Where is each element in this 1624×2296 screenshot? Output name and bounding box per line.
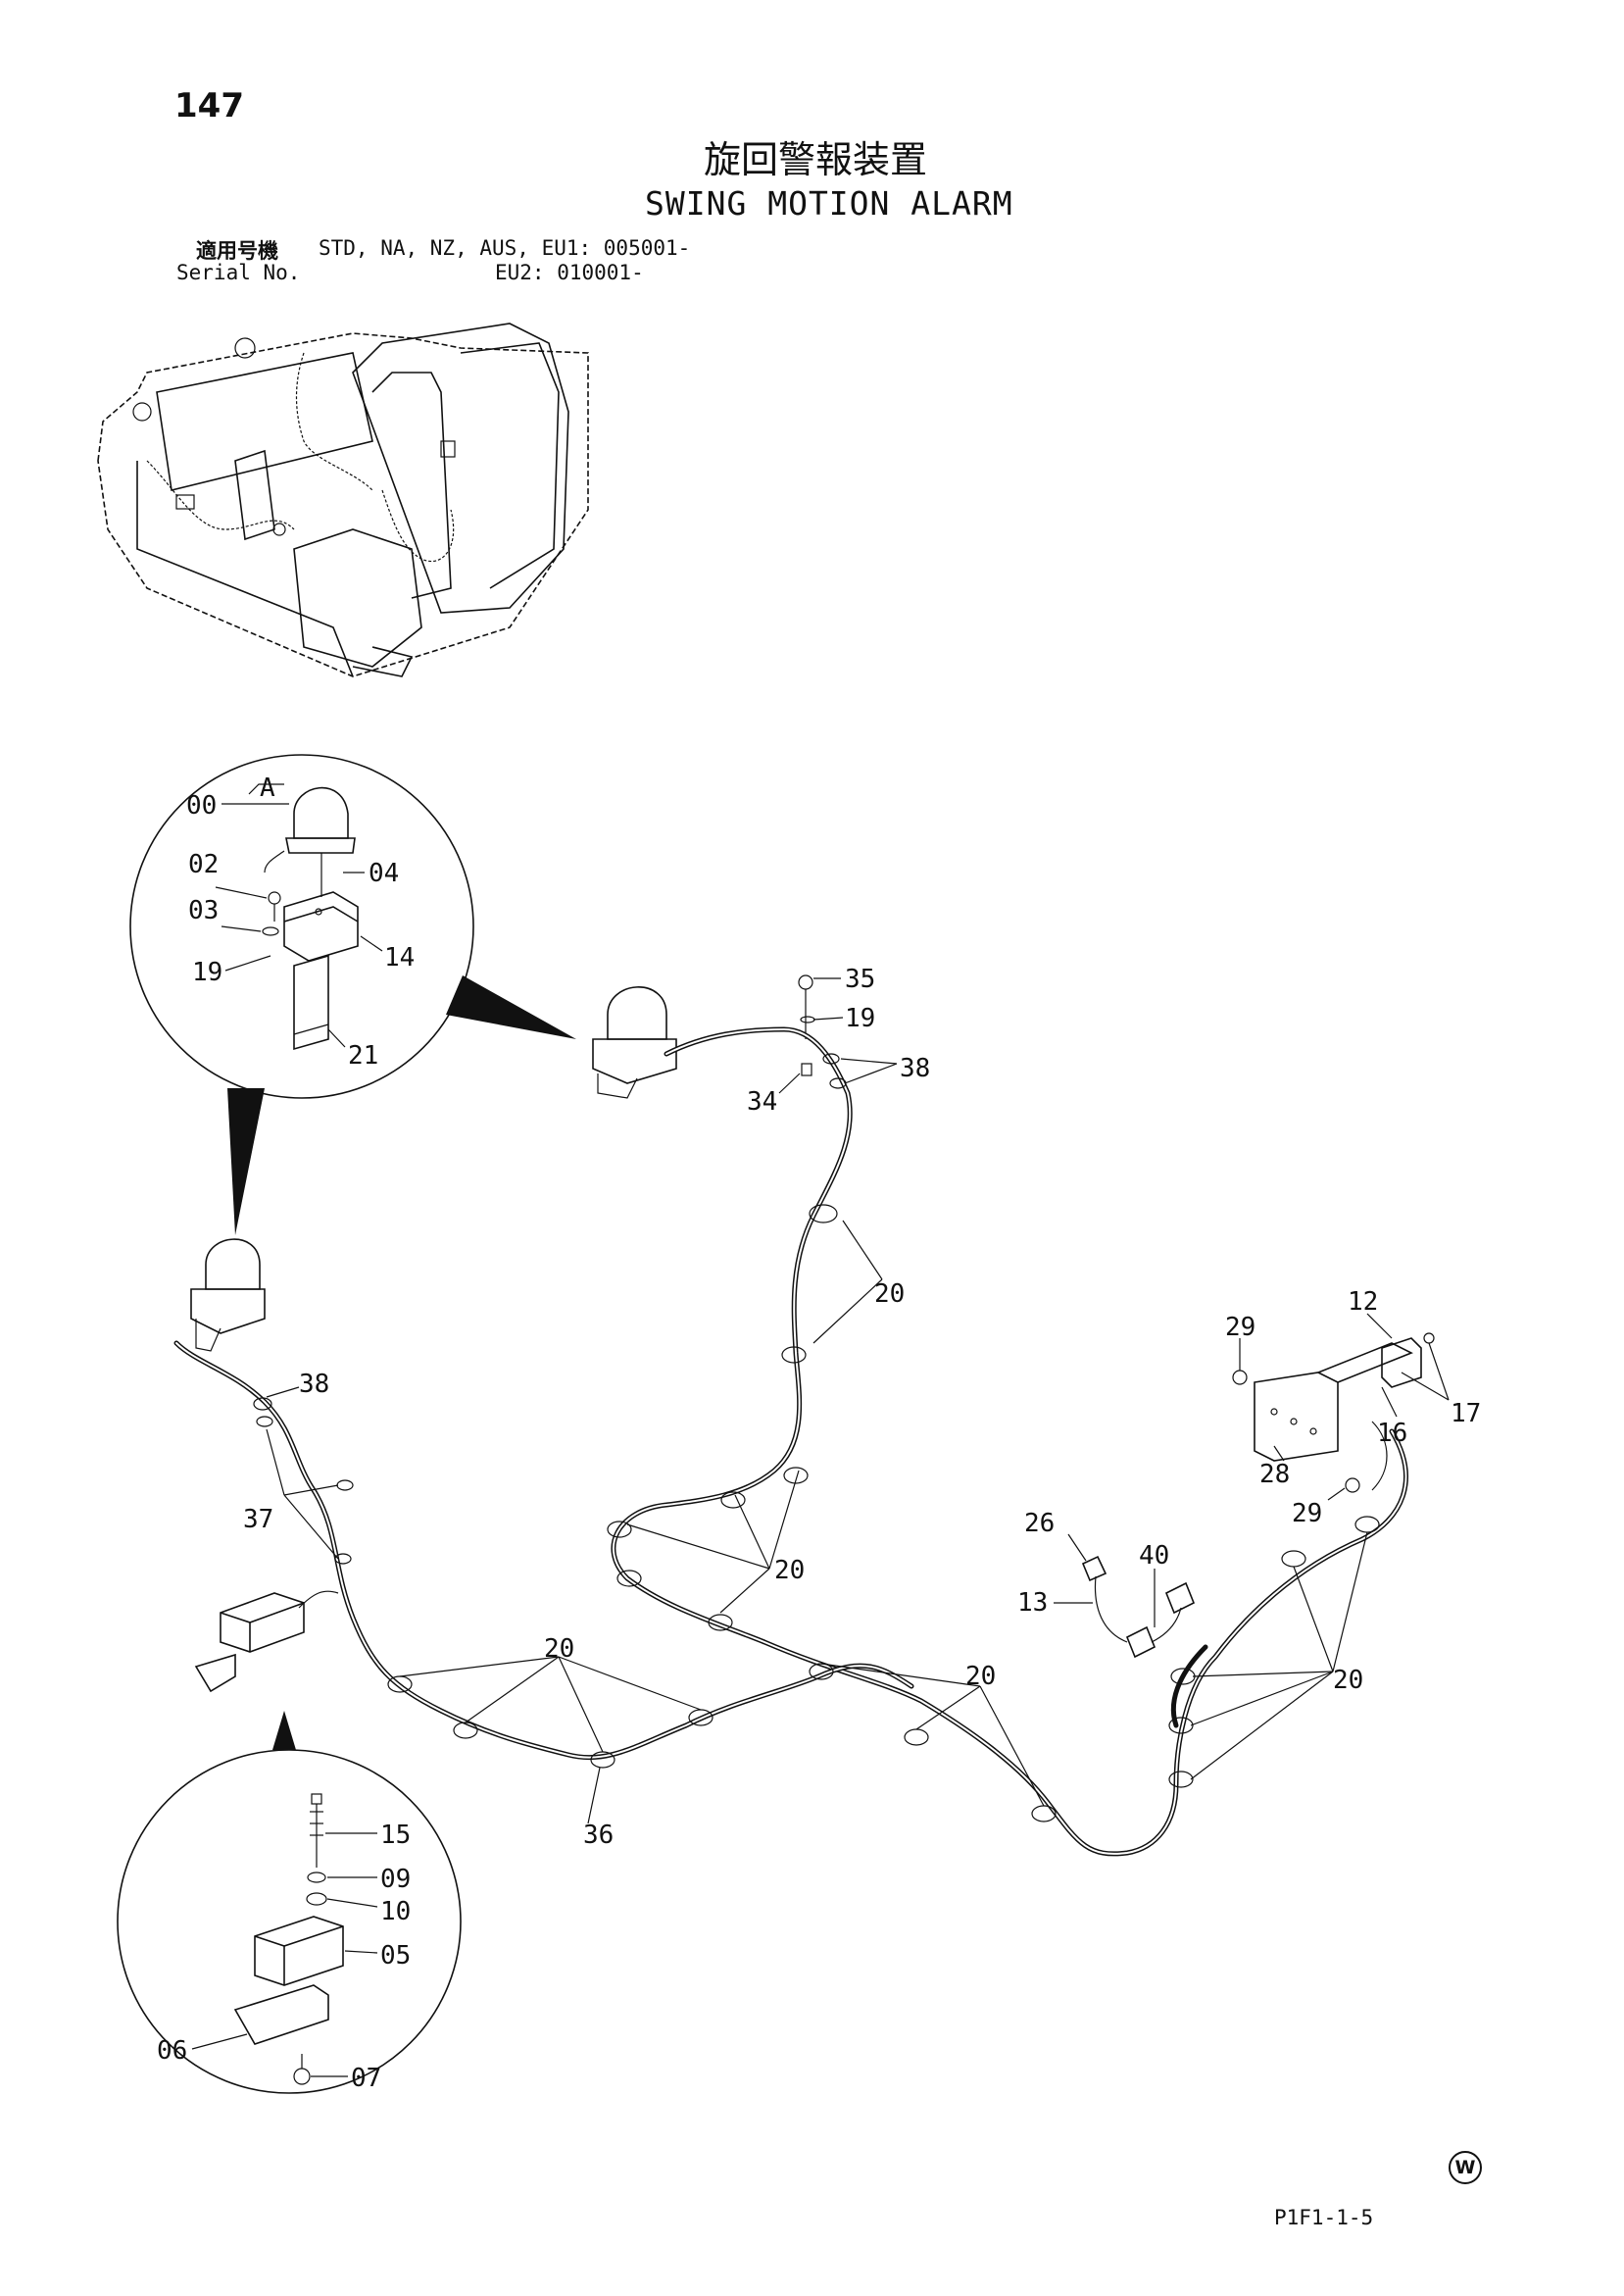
buzzer-main [194,1590,339,1693]
wiring-harness [173,1026,1408,1857]
callout-19a: 19 [192,958,222,987]
callout-05: 05 [380,1941,411,1971]
callout-38b: 38 [299,1370,329,1399]
callout-34: 34 [747,1087,777,1117]
w-mark-icon: W [1449,2151,1482,2184]
serial-range-line1: STD, NA, NZ, AUS, EU1: 005001- [319,236,691,260]
callout-06: 06 [157,2036,187,2066]
connector-assembly [1054,1533,1196,1659]
callout-20e: 20 [1333,1666,1363,1695]
detail-circle-beacon [129,754,576,1235]
callout-15: 15 [380,1821,411,1850]
callout-labels: 00 A 02 03 04 19 14 21 35 19 38 34 20 20… [157,774,1481,2093]
title-japanese: 旋回警報装置 [704,138,928,181]
detail-circle-buzzer [117,1711,462,2094]
callout-29b: 29 [1292,1499,1322,1528]
callout-20a: 20 [874,1279,905,1309]
callout-04: 04 [369,859,399,888]
callout-28: 28 [1259,1460,1290,1489]
callout-29a: 29 [1225,1313,1255,1342]
callout-37: 37 [243,1505,273,1534]
serial-label-english: Serial No. [176,261,301,284]
callout-35: 35 [845,965,875,994]
cab-overview [97,323,589,677]
callout-02: 02 [188,850,219,879]
serial-range-line2: EU2: 010001- [495,261,644,284]
callout-12: 12 [1348,1287,1378,1317]
callout-21: 21 [348,1041,378,1071]
callout-19b: 19 [845,1004,875,1033]
callout-20c: 20 [544,1634,574,1664]
callout-13: 13 [1017,1588,1048,1618]
callout-03: 03 [188,896,219,925]
callout-16: 16 [1377,1419,1407,1448]
callout-09: 09 [380,1865,411,1894]
callout-14: 14 [384,943,415,973]
beacon-upper [592,974,844,1099]
callout-20d: 20 [965,1662,996,1691]
callout-10: 10 [380,1897,411,1926]
callout-40: 40 [1139,1541,1169,1571]
callout-A: A [260,774,275,803]
callout-26: 26 [1024,1509,1055,1538]
callout-36: 36 [583,1821,614,1850]
serial-label-japanese: 適用号機 [196,239,278,263]
callout-38a: 38 [900,1054,930,1083]
callout-20b: 20 [774,1556,805,1585]
beacon-left [190,1238,266,1352]
title-english: SWING MOTION ALARM [645,184,1013,223]
callout-07: 07 [351,2064,381,2093]
figure-code: P1F1-1-5 [1274,2206,1374,2229]
page-number: 147 [174,86,244,125]
callout-00: 00 [186,791,217,821]
callout-17: 17 [1451,1399,1481,1428]
relay-assembly [1232,1313,1450,1501]
